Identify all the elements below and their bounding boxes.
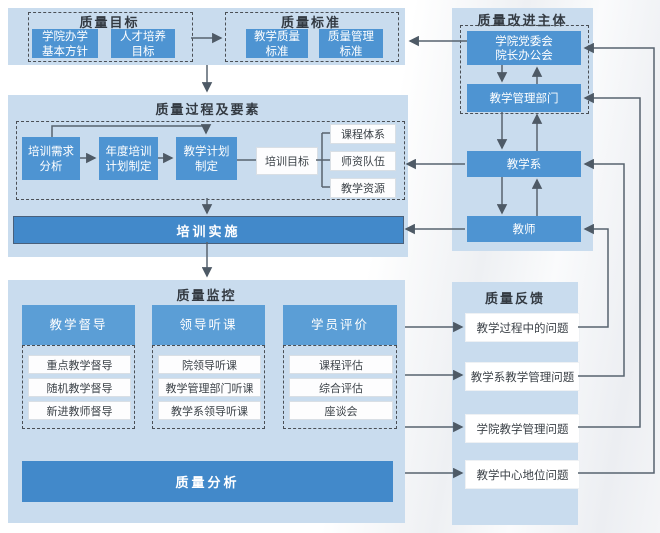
fb-dept-management-problems: 教学系教学管理问题 <box>465 362 580 391</box>
node-teaching-resources: 教学资源 <box>330 178 396 198</box>
node-teachers: 教师 <box>467 216 581 242</box>
group-quality-goal <box>28 12 193 62</box>
node-curriculum-system: 课程体系 <box>330 124 396 144</box>
group-supervision-items <box>22 345 135 429</box>
fb-college-management-problems: 学院教学管理问题 <box>465 414 580 443</box>
quality-feedback-title: 质量反馈 <box>484 292 545 307</box>
node-teaching-plan: 教学计划 制定 <box>176 137 237 180</box>
group-quality-standard <box>225 12 399 62</box>
node-training-implementation: 培训实施 <box>13 216 404 244</box>
header-student-evaluation: 学员评价 <box>283 305 397 345</box>
quality-standard-title: 质量标准 <box>280 16 341 31</box>
item-key-supervision: 重点教学督导 <box>28 355 131 374</box>
item-college-leader-audit: 院领导听课 <box>158 355 261 374</box>
item-comprehensive-evaluation: 综合评估 <box>289 378 393 397</box>
node-quality-management-standard: 质量管理 标准 <box>319 29 383 58</box>
header-teaching-supervision: 教学督导 <box>22 305 135 345</box>
node-annual-training-plan: 年度培训 计划制定 <box>99 137 158 180</box>
node-quality-analysis: 质量分析 <box>22 461 393 502</box>
item-dept-leader-audit: 教学系领导听课 <box>158 401 261 420</box>
group-auditing-items <box>152 345 265 429</box>
node-teaching-quality-standard: 教学质量 标准 <box>246 29 308 58</box>
node-teaching-admin-dept: 教学管理部门 <box>467 84 581 112</box>
node-party-committee: 学院党委会 院长办公会 <box>467 31 581 65</box>
header-leader-auditing: 领导听课 <box>152 305 265 345</box>
node-college-policy: 学院办学 基本方针 <box>32 29 98 58</box>
node-teaching-department: 教学系 <box>467 151 581 177</box>
quality-goal-title: 质量目标 <box>79 16 140 31</box>
item-new-teacher-supervision: 新进教师督导 <box>28 401 131 420</box>
node-faculty-team: 师资队伍 <box>330 151 396 171</box>
node-training-needs-analysis: 培训需求 分析 <box>22 137 80 180</box>
node-talent-goal: 人才培养 目标 <box>111 29 175 58</box>
item-random-supervision: 随机教学督导 <box>28 378 131 397</box>
quality-process-title: 质量过程及要素 <box>155 103 261 118</box>
group-evaluation-items <box>283 345 397 429</box>
fb-teaching-process-problems: 教学过程中的问题 <box>465 313 580 342</box>
item-course-evaluation: 课程评估 <box>289 355 393 374</box>
node-training-target: 培训目标 <box>256 147 318 175</box>
group-process-steps <box>16 121 405 200</box>
item-symposium: 座谈会 <box>289 401 393 420</box>
fb-teaching-center-status-problems: 教学中心地位问题 <box>465 460 580 489</box>
quality-monitor-title: 质量监控 <box>176 289 237 304</box>
item-admin-dept-audit: 教学管理部门听课 <box>158 378 261 397</box>
